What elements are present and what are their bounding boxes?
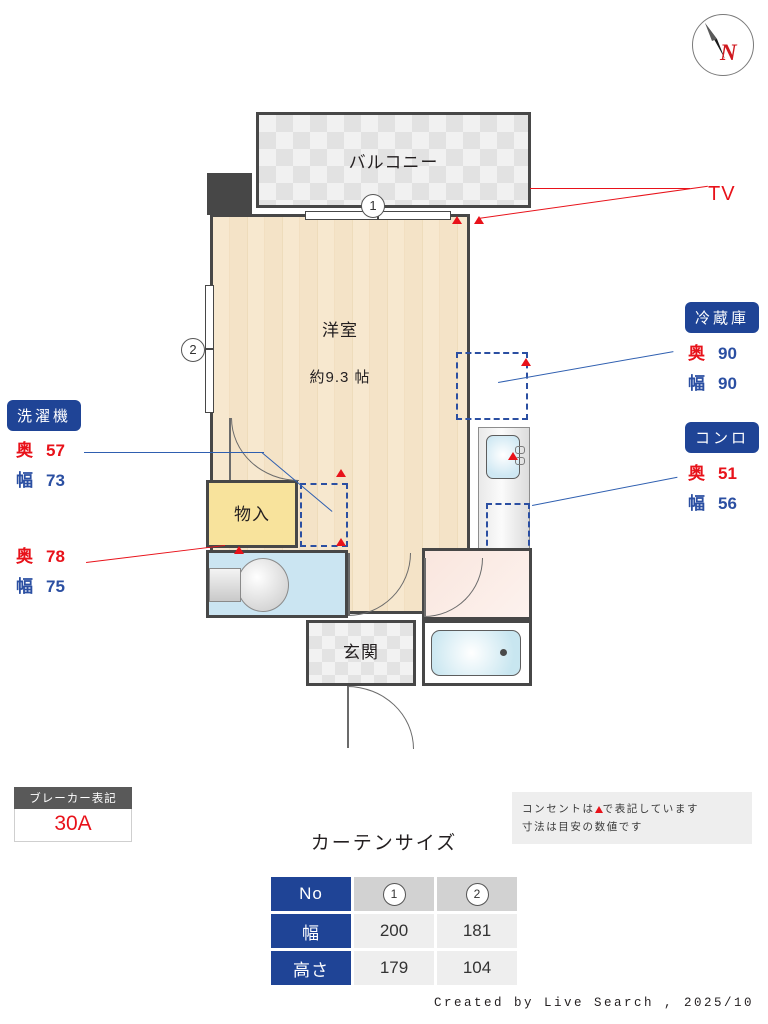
circled-number: 1 [382, 882, 406, 906]
leader-line-closet [86, 544, 226, 563]
window-marker-2: 2 [181, 338, 205, 362]
leader-line-tv-2 [530, 188, 690, 189]
breaker-info-box: ブレーカー表記 30A [14, 787, 132, 842]
legend-note: コンセントはで表記しています 寸法は目安の数値です [512, 792, 752, 844]
sink-handle-icon [515, 457, 525, 465]
bathtub-drain-icon [500, 649, 507, 656]
outlet-icon-tv-2 [474, 216, 484, 224]
structural-column [207, 173, 252, 215]
room-closet [206, 480, 298, 548]
appliance-badge-fridge: 冷蔵庫 [686, 303, 759, 332]
depth-key: 奥 [16, 547, 34, 566]
leader-line-washer [84, 452, 264, 453]
outlet-icon-washer-top [336, 469, 346, 477]
legend-note-line-2: 寸法は目安の数値です [522, 821, 643, 833]
note-text-before: コンセントは [522, 803, 595, 815]
cell-width-1: 200 [354, 914, 434, 948]
appliance-width-washer: 幅 73 [16, 466, 65, 491]
door-leaf-closet [229, 418, 231, 480]
outlet-icon-washer-bottom [336, 538, 346, 546]
appliance-space-fridge [456, 352, 528, 420]
curtain-size-title: カーテンサイズ [310, 833, 458, 854]
appliance-depth-fridge: 奥 90 [688, 339, 737, 364]
width-key: 幅 [688, 374, 706, 393]
door-leaf-washroom [424, 558, 426, 616]
sink-faucet-icon [515, 446, 525, 454]
floor-plan: バルコニー 洋室 約9.3 帖 1 2 物入 玄関 [84, 112, 708, 749]
depth-key: 奥 [16, 441, 34, 460]
row-header-height: 高さ [271, 951, 351, 985]
room-closet-label: 物入 [234, 505, 270, 524]
door-arc-entrance [347, 686, 414, 749]
leader-line-stove [532, 476, 678, 506]
room-main-label: 洋室 [322, 321, 358, 340]
appliance-width-fridge: 幅 90 [688, 369, 737, 394]
room-entrance-label: 玄関 [343, 643, 379, 662]
depth-key: 奥 [688, 464, 706, 483]
footer-credit: Created by Live Search , 2025/10 [433, 996, 754, 1010]
curtain-size-table: No 1 2 幅 200 181 高さ 179 104 [268, 874, 520, 988]
circled-number: 2 [465, 882, 489, 906]
room-entrance [306, 620, 416, 686]
outlet-icon-fridge [521, 358, 531, 366]
note-text-after: で表記しています [602, 803, 700, 815]
appliance-space-washer [300, 483, 348, 547]
table-row-header: No 1 2 [271, 877, 517, 911]
compass-north-label: N [720, 40, 737, 65]
row-header-no: No [271, 877, 351, 911]
appliance-depth-stove: 奥 51 [688, 459, 737, 484]
outlet-icon-kitchen [508, 452, 518, 460]
row-header-width: 幅 [271, 914, 351, 948]
width-value: 75 [46, 577, 65, 596]
compass-needle-icon [705, 23, 725, 59]
closet-depth: 奥 78 [16, 542, 65, 567]
depth-value: 57 [46, 441, 65, 460]
breaker-title: ブレーカー表記 [14, 787, 132, 809]
depth-value: 90 [718, 344, 737, 363]
door-leaf-entrance [347, 686, 349, 748]
closet-width: 幅 75 [16, 572, 65, 597]
room-balcony-label: バルコニー [348, 153, 439, 172]
appliance-width-stove: 幅 56 [688, 489, 737, 514]
appliance-depth-washer: 奥 57 [16, 436, 65, 461]
window-left-mullion [205, 348, 214, 350]
room-balcony [256, 112, 531, 208]
cell-width-2: 181 [437, 914, 517, 948]
cell-height-2: 104 [437, 951, 517, 985]
compass-ring [692, 14, 754, 76]
width-key: 幅 [16, 471, 34, 490]
depth-value: 78 [46, 547, 65, 566]
depth-key: 奥 [688, 344, 706, 363]
width-key: 幅 [16, 577, 34, 596]
tv-outlet-label: TV [708, 183, 736, 205]
appliance-badge-washer: 洗濯機 [8, 401, 81, 430]
toilet-tank-icon [209, 568, 241, 602]
width-value: 56 [718, 494, 737, 513]
bathtub-icon [431, 630, 521, 676]
table-row-height: 高さ 179 104 [271, 951, 517, 985]
window-marker-1: 1 [361, 194, 385, 218]
width-value: 90 [718, 374, 737, 393]
width-value: 73 [46, 471, 65, 490]
appliance-badge-stove: コンロ [686, 423, 759, 452]
breaker-value: 30A [14, 809, 132, 842]
toilet-bowl-icon [237, 558, 289, 612]
width-key: 幅 [688, 494, 706, 513]
compass-rose: N [692, 14, 754, 76]
legend-note-line-1: コンセントはで表記しています [522, 800, 742, 818]
depth-value: 51 [718, 464, 737, 483]
outlet-triangle-icon [594, 805, 603, 813]
outlet-icon-tv-1 [452, 216, 462, 224]
column-header-2: 2 [437, 877, 517, 911]
column-header-1: 1 [354, 877, 434, 911]
door-leaf-toilet [348, 553, 350, 615]
cell-height-1: 179 [354, 951, 434, 985]
outlet-icon-closet [234, 546, 244, 554]
room-main-area: 約9.3 帖 [309, 369, 371, 386]
table-row-width: 幅 200 181 [271, 914, 517, 948]
